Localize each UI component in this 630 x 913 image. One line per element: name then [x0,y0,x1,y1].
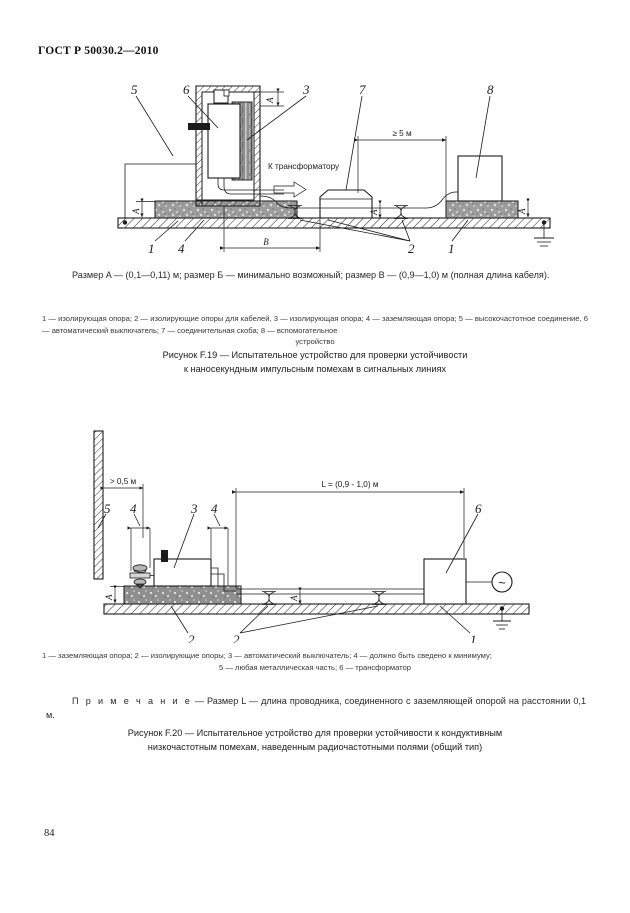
legend19-last-line: устройство [295,337,335,346]
callout-6: 6 [183,82,190,97]
dimension-a-left-label-f20: A [104,594,114,601]
earth-ground-symbol [534,220,554,247]
figure19-caption-line2: к наносекундным импульсным помехам в сиг… [183,364,447,374]
callout-4-right-f20: 4 [211,501,218,516]
figure19-caption: Рисунок F.19 — Испытательное устройство … [65,348,565,376]
legend20-line1: 1 — заземляющая опора; 2 — изолирующие о… [42,651,492,660]
to-transformer-label: К трансформатору [268,162,340,171]
dimension-a-left-f20 [110,585,124,604]
callout-1-f20: 1 [470,632,477,643]
figure-f19-diagram: К трансформатору [28,78,602,263]
circuit-breaker-f20 [153,550,236,592]
insulating-support-slab-f20 [123,585,242,605]
figure20-note: П р и м е ч а н и е — Размер L — длина п… [46,694,586,722]
dimension-a-mid-label: A [369,209,379,216]
figure-f20-diagram: ~ > 0,5 м [28,428,602,643]
callout-4: 4 [178,241,185,256]
dimension-a-top-label: A [265,97,275,104]
dimension-note-text: Размер A — (0,1—0,11) м; размер Б — мини… [72,270,550,280]
legend19-text: 1 — изолирующая опора; 2 — изолирующие о… [42,314,588,335]
metallic-wall [93,430,104,580]
insulating-support-right [445,200,519,219]
callout-5: 5 [131,82,138,97]
ac-source-symbol: ~ [498,575,506,590]
callout-6-f20: 6 [475,501,482,516]
page-number: 84 [44,828,55,839]
figure20-legend: 1 — заземляющая опора; 2 — изолирующие о… [42,650,588,673]
cable-insulating-support-f20-b [372,591,386,605]
connecting-bracket [319,189,373,219]
callout-3: 3 [302,82,310,97]
circuit-breaker-device [188,89,241,179]
callout-8: 8 [487,82,494,97]
figure19-caption-line1: Рисунок F.19 — Испытательное устройство … [162,350,468,360]
note-label: П р и м е ч а н и е [72,696,192,706]
callout-7: 7 [359,82,366,97]
dimension-a-left [136,198,155,218]
dimension-five-meters-label: ≥ 5 м [392,129,412,138]
figure20-caption: Рисунок F.20 — Испытательное устройство … [65,726,565,754]
legend20-line2: 5 — любая металлическая часть; 6 — транс… [219,662,411,672]
dimension-4-right [207,526,229,586]
callout-1-right: 1 [448,241,455,256]
callout-2-mid-f20: 2 [233,632,240,643]
callout-4-left-f20: 4 [130,501,137,516]
high-frequency-connection [122,163,196,225]
bushing-insulator [129,564,154,589]
dimension-length-label: L = (0,9 - 1,0) м [322,480,379,489]
standard-header: ГОСТ Р 50030.2—2010 [38,45,159,57]
transformer-device [423,558,513,605]
cable-to-transformer [217,178,307,198]
auxiliary-device [457,155,503,202]
dimension-five-meters [353,136,447,203]
dimension-a-mid-label-f20: A [289,595,299,602]
dimension-b-label: В [263,237,269,247]
callout-2: 2 [408,241,415,256]
dimension-a-right-label: A [517,208,527,215]
dimension-length-L [231,488,465,588]
dimension-wall-clearance-label: > 0,5 м [110,477,137,486]
callout-leaders-f20 [97,513,479,634]
callout-5-f20: 5 [104,501,111,516]
dimension-4-left [127,526,151,571]
dimension-b [219,206,321,252]
signal-cable-run [259,191,458,209]
callout-leaders [135,95,491,242]
figure20-caption-line2: низкочастотным помехам, наведенным радио… [147,742,483,752]
earth-ground-symbol-f20 [493,606,511,630]
dimension-a-left-label: A [131,208,141,215]
figure-f19-svg: К трансформатору [117,82,554,256]
figure19-dimension-note: Размер A — (0,1—0,11) м; размер Б — мини… [46,268,586,282]
dimension-a-top [260,88,284,107]
callout-3-f20: 3 [190,501,198,516]
callout-2-left-f20: 2 [188,632,195,643]
reference-ground-plane-f20 [103,603,530,615]
cable-insulating-support-f20-a [262,591,276,605]
cable-insulating-support-a [288,205,302,219]
figure19-legend: 1 — изолирующая опора; 2 — изолирующие о… [42,313,588,348]
note-body: — Размер L — длина проводника, соединенн… [46,696,587,720]
figure20-caption-line1: Рисунок F.20 — Испытательное устройство … [127,728,503,738]
figure-f20-svg: ~ > 0,5 м [93,430,530,643]
callout-1-left: 1 [148,241,155,256]
cable-insulating-support-b [394,205,408,219]
